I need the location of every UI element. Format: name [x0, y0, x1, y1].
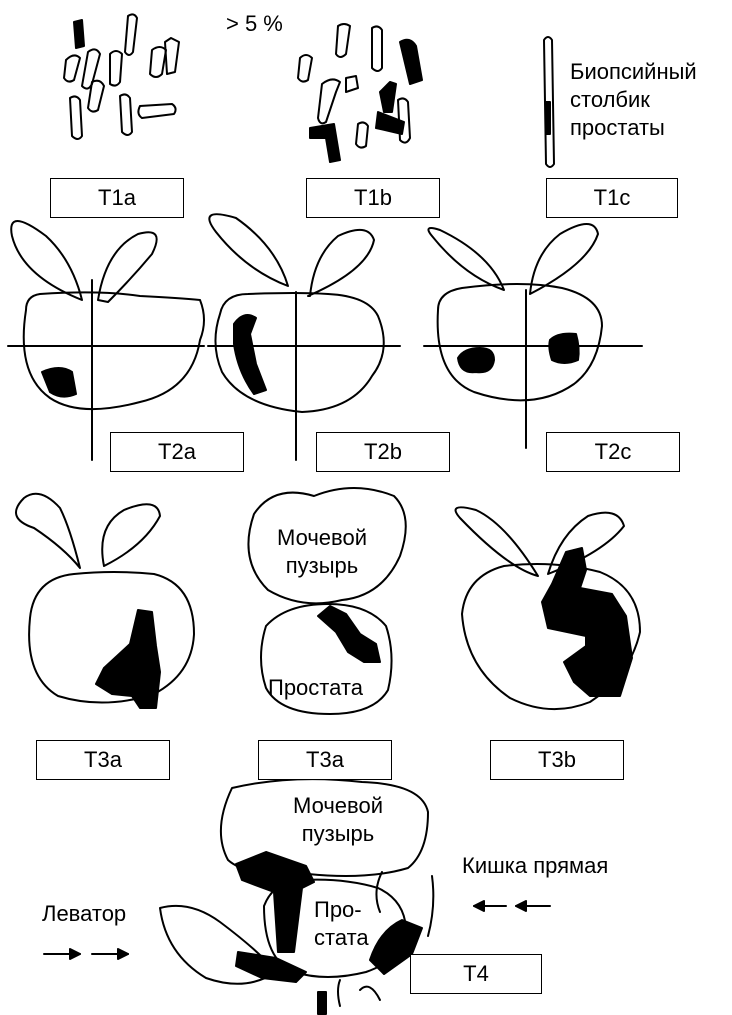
rectum-label-t4: Кишка прямая — [462, 852, 608, 880]
levator-label-t4: Леватор — [42, 900, 126, 928]
stage-label-t1b: T1b — [306, 178, 440, 218]
biopsy-label-line-2: столбик — [570, 86, 697, 114]
t3a-tumor-left — [96, 610, 160, 708]
stage-label-t3a-left: T3a — [36, 740, 170, 780]
stage-label-t4: T4 — [410, 954, 542, 994]
t2c-tumor-right — [549, 334, 578, 363]
t2c-tumor-left — [458, 348, 494, 372]
bladder-label-t3-line-2: пузырь — [264, 552, 380, 580]
stage-label-t2a: T2a — [110, 432, 244, 472]
bladder-label-t3-line-1: Мочевой — [264, 524, 380, 552]
prostate-label-t3: Простата — [268, 674, 363, 702]
prostate-label-t4: Про- стата — [314, 896, 369, 952]
t2a-tumor — [42, 368, 76, 397]
stage-label-t3b: T3b — [490, 740, 624, 780]
t2b-tumor — [234, 315, 266, 394]
stage-label-t3a-center: T3a — [258, 740, 392, 780]
prostate-label-t4-line-1: Про- — [314, 896, 369, 924]
t2c-prostate — [424, 224, 642, 448]
bladder-label-t4: Мочевой пузырь — [280, 792, 396, 848]
biopsy-label-line-1: Биопсийный — [570, 58, 697, 86]
t1c-tumor-focus — [546, 102, 550, 134]
bladder-label-t3: Мочевой пузырь — [264, 524, 380, 580]
stage-label-t1a: T1a — [50, 178, 184, 218]
prostate-label-t4-line-2: стата — [314, 924, 369, 952]
stage-label-t2c: T2c — [546, 432, 680, 472]
t2a-prostate — [8, 221, 204, 460]
stage-label-t2b: T2b — [316, 432, 450, 472]
bladder-label-t4-line-1: Мочевой — [280, 792, 396, 820]
threshold-note: > 5 % — [226, 10, 283, 38]
bladder-label-t4-line-2: пузырь — [280, 820, 396, 848]
biopsy-label: Биопсийный столбик простаты — [570, 58, 697, 142]
t1a-tumor-chip — [74, 20, 84, 48]
stage-label-t1c: T1c — [546, 178, 678, 218]
biopsy-label-line-3: простаты — [570, 114, 697, 142]
